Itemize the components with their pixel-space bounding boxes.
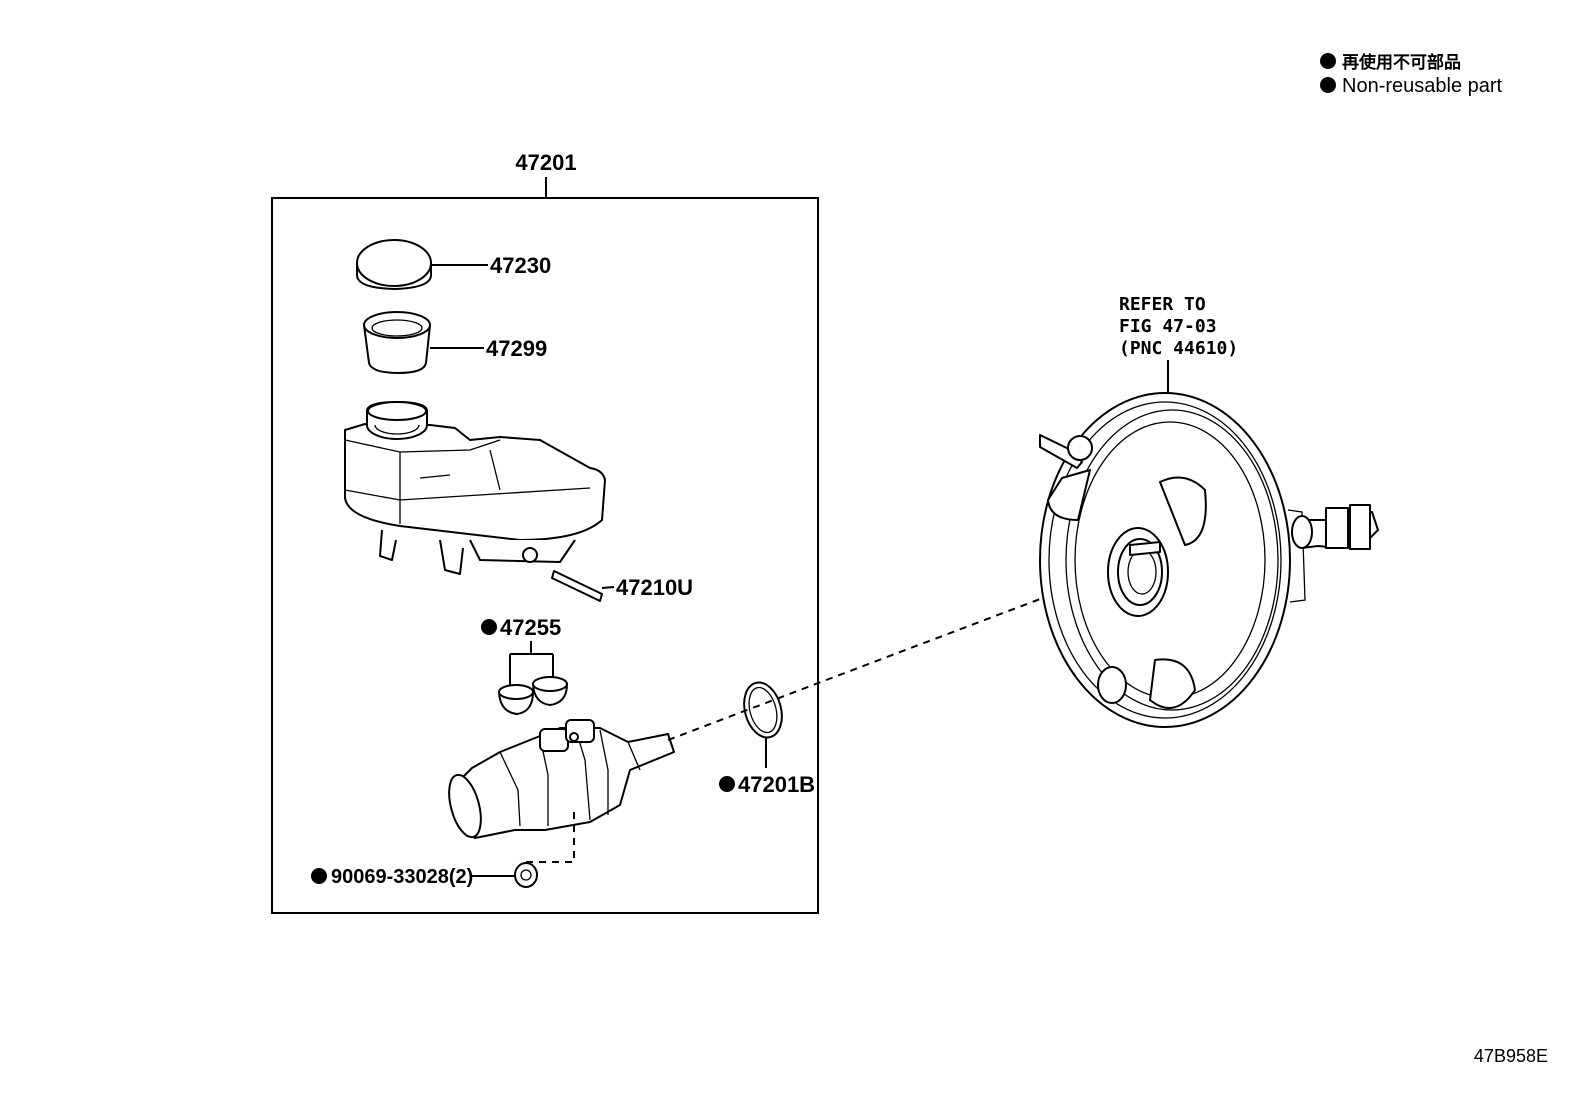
part-label-strainer: 47299 <box>486 336 547 361</box>
non-reusable-bullet-icon <box>719 776 735 792</box>
reservoir-cap-part: 47230 <box>356 239 551 290</box>
assembly-box <box>271 197 819 914</box>
brake-booster-part <box>1039 360 1379 728</box>
refer-note: REFER TO FIG 47-03 (PNC 44610) <box>1119 294 1238 359</box>
refer-line-2: FIG 47-03 <box>1119 316 1217 337</box>
master-cylinder-body <box>448 719 675 839</box>
refer-line-1: REFER TO <box>1119 294 1206 315</box>
part-label-nut: 90069-33028(2) <box>331 866 473 888</box>
non-reusable-bullet-icon <box>481 619 497 635</box>
legend-text-jp: 再使用不可部品 <box>1342 52 1461 72</box>
o-ring-part: 47201B <box>719 681 815 797</box>
part-label-grommet: 47255 <box>500 615 561 640</box>
legend-bullet-icon <box>1320 53 1336 69</box>
pin-part: 47210U <box>551 570 693 602</box>
reservoir-tank-part <box>344 401 606 575</box>
legend: 再使用不可部品 Non-reusable part <box>1320 52 1503 97</box>
assembly-label: 47201 <box>515 150 576 175</box>
part-label-o-ring: 47201B <box>738 772 815 797</box>
refer-line-3: (PNC 44610) <box>1119 338 1238 359</box>
nut-part: 90069-33028(2) <box>311 812 575 888</box>
reservoir-strainer-part: 47299 <box>363 311 547 374</box>
part-label-cap: 47230 <box>490 253 551 278</box>
legend-bullet-icon <box>1320 77 1336 93</box>
assembly-group: 47201 <box>271 150 819 914</box>
grommet-part: 47255 <box>481 615 568 715</box>
non-reusable-bullet-icon <box>311 868 327 884</box>
part-label-pin: 47210U <box>616 575 693 600</box>
legend-text-en: Non-reusable part <box>1342 75 1503 97</box>
figure-code: 47B958E <box>1474 1046 1548 1066</box>
